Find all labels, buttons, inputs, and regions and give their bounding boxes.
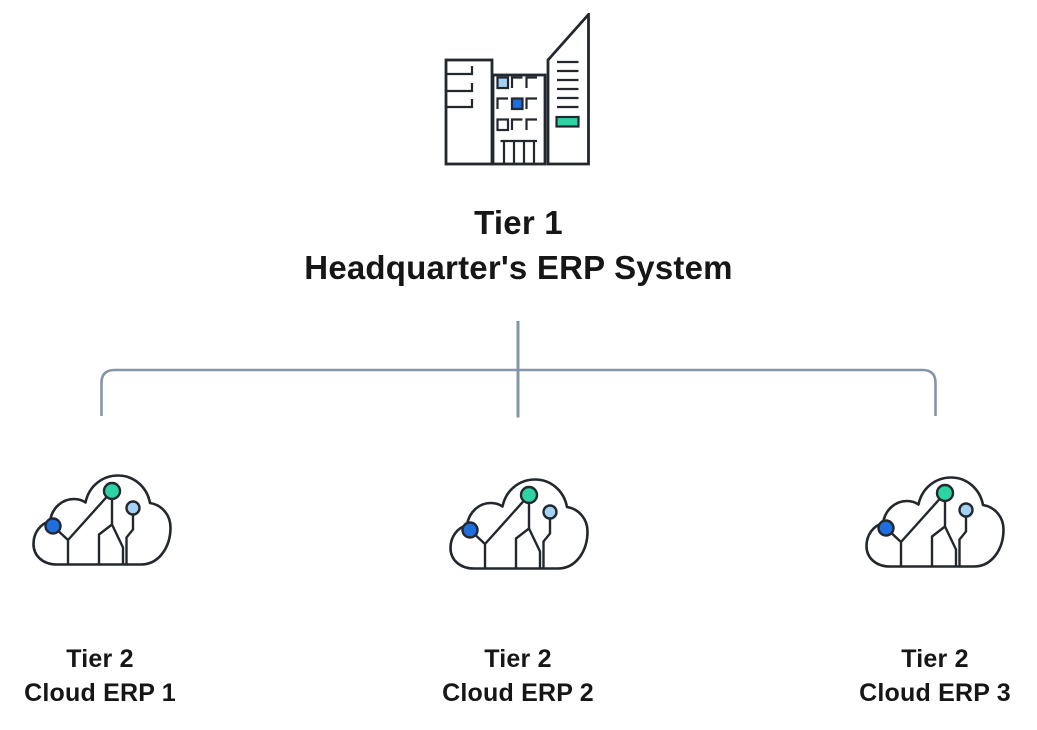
node-dot-blue [44, 517, 62, 535]
window-plain [496, 118, 510, 132]
building-icon [444, 13, 590, 166]
cloud-circuit-icon [32, 474, 172, 566]
cloud-circuit-icon [449, 478, 589, 570]
node-dot-teal [519, 485, 539, 505]
node-dot-lightblue [542, 504, 558, 520]
circuit-trace-teal [97, 491, 125, 565]
circuit-trace-teal [930, 493, 958, 567]
right-tower-teal-sign [555, 115, 580, 128]
child-name-text: Cloud ERP 3 [859, 679, 1011, 707]
window-lightblue [496, 76, 510, 90]
circuit-trace-lightblue [542, 512, 552, 569]
window-brackets-row3 [510, 118, 537, 130]
child-tier-text: Tier 2 [484, 645, 552, 673]
root-node-label: Tier 1 Headquarter's ERP System [0, 200, 1037, 290]
window-blue [510, 97, 524, 111]
node-dot-teal [935, 483, 955, 503]
window-brackets-row1 [510, 76, 537, 88]
root-name-text: Headquarter's ERP System [304, 249, 733, 286]
cloud-circuit-icon [865, 476, 1005, 568]
child-node-label-2: Tier 2 Cloud ERP 2 [378, 642, 658, 710]
node-dot-blue [877, 519, 895, 537]
child-node-label-3: Tier 2 Cloud ERP 3 [795, 642, 1037, 710]
right-tower-louvers [557, 60, 579, 109]
entrance-door [500, 139, 537, 164]
child-tier-text: Tier 2 [66, 645, 134, 673]
node-dot-blue [461, 521, 479, 539]
node-dot-teal [102, 481, 122, 501]
circuit-trace-lightblue [958, 510, 968, 567]
node-dot-lightblue [125, 500, 141, 516]
circuit-trace-lightblue [125, 508, 135, 565]
root-tier-text: Tier 1 [474, 204, 563, 241]
child-tier-text: Tier 2 [901, 645, 969, 673]
child-name-text: Cloud ERP 1 [24, 679, 176, 707]
child-node-label-1: Tier 2 Cloud ERP 1 [0, 642, 240, 710]
child-name-text: Cloud ERP 2 [442, 679, 594, 707]
branch-connector-line [100, 368, 937, 416]
window-brackets-row2 [496, 97, 537, 109]
left-tower-ledges [446, 66, 474, 109]
node-dot-lightblue [958, 502, 974, 518]
circuit-trace-teal [514, 495, 542, 569]
building-left-tower [444, 58, 494, 166]
